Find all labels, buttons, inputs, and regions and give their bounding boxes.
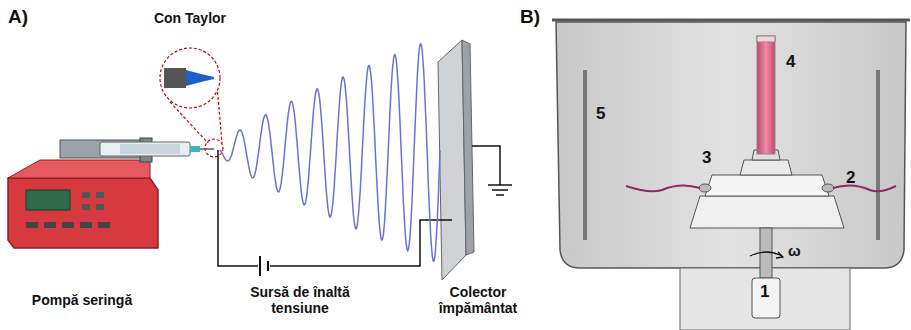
motor xyxy=(680,228,850,330)
callout-number: 3 xyxy=(702,148,711,168)
callout-number: 1 xyxy=(760,282,769,302)
part-label: Sursă de înaltă tensiune xyxy=(225,284,375,316)
callout-number: 4 xyxy=(786,52,795,72)
part-label: Pompă seringă xyxy=(32,292,132,308)
callout-number: 2 xyxy=(846,168,855,188)
spinneret xyxy=(626,36,896,228)
collector-bowl xyxy=(552,20,910,268)
syringe-pump xyxy=(8,138,214,248)
callout-number: 5 xyxy=(596,104,605,124)
panel-letter: B) xyxy=(520,6,540,28)
taylor-cone-zoom xyxy=(160,48,223,157)
part-label: Con Taylor xyxy=(154,10,226,26)
fiber-jet xyxy=(220,44,440,261)
panel-letter: A) xyxy=(8,6,28,28)
part-label: Colector împământat xyxy=(413,284,543,316)
symbol-label: ω xyxy=(788,242,801,259)
fiber-spiral xyxy=(220,44,440,261)
grounded-collector xyxy=(438,40,512,280)
